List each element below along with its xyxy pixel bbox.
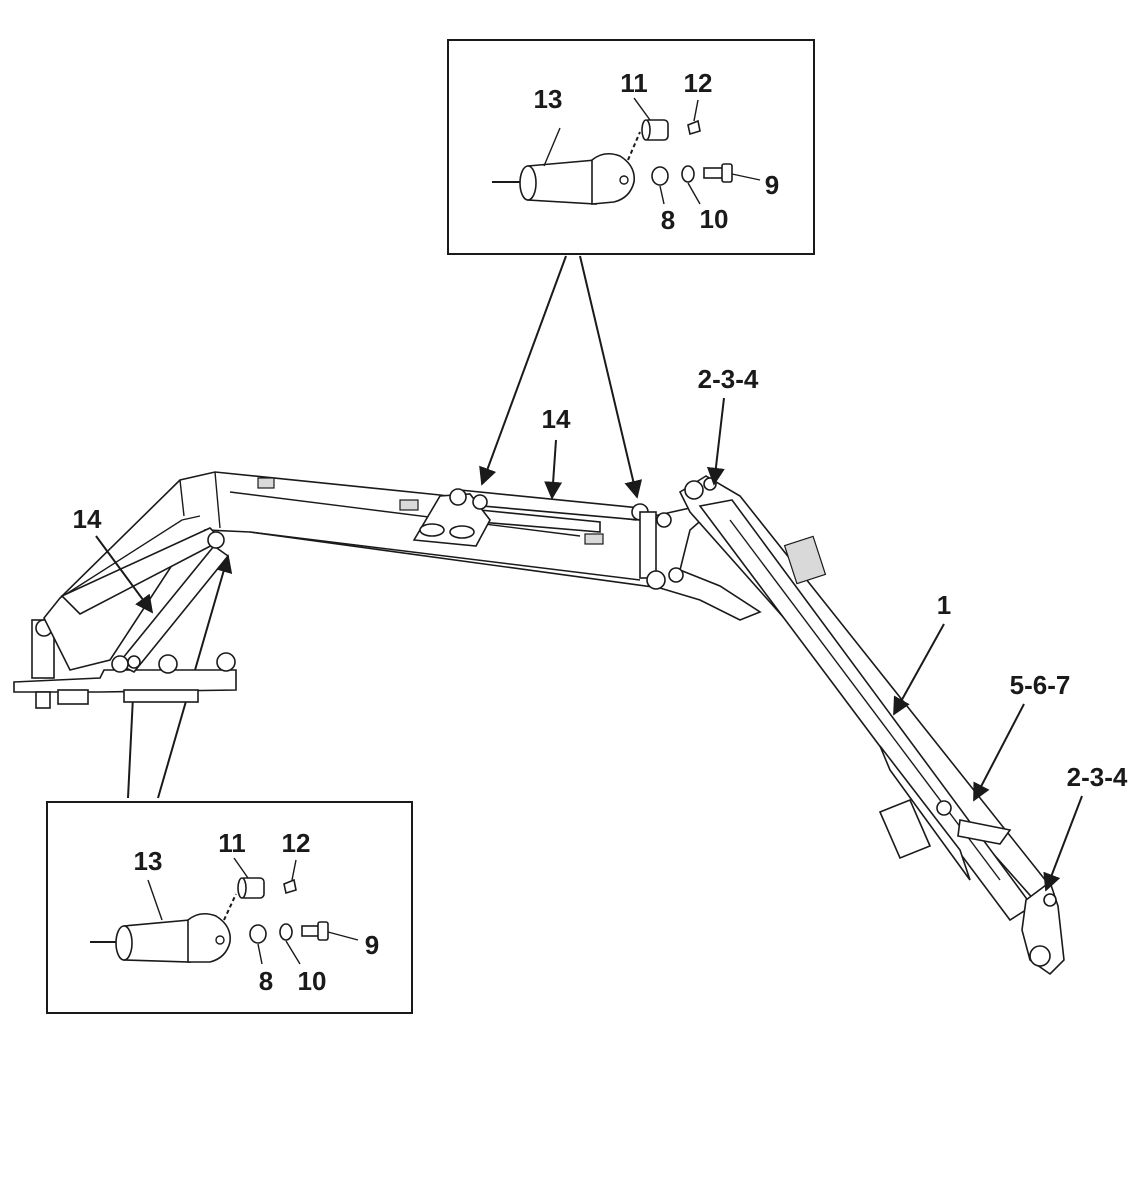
label-top-grease-fitting: 12 — [684, 68, 713, 98]
label-bottom-washer-b: 10 — [298, 966, 327, 996]
label-dipper-arm: 1 — [937, 590, 951, 620]
fasteners-part-bottom — [249, 921, 359, 965]
label-seal-kit: 5-6-7 — [1010, 670, 1071, 700]
label-top-pin: 13 — [534, 84, 563, 114]
grease-fitting-part-top — [687, 99, 701, 136]
label-bottom-washer-a: 8 — [259, 966, 273, 996]
dipper-arm — [678, 475, 1052, 922]
detail-box-top: 13 11 12 9 8 10 — [447, 39, 815, 255]
label-top-nut: 11 — [620, 68, 648, 98]
base-mount — [13, 619, 237, 709]
pin-part-bottom — [90, 879, 232, 963]
cylinder-lower — [60, 527, 230, 674]
label-top-bolt: 9 — [765, 170, 779, 200]
fasteners-part-top — [651, 163, 761, 205]
label-bottom-nut: 11 — [218, 828, 246, 858]
cylinder-upper — [412, 488, 684, 590]
label-bottom-grease-fitting: 12 — [282, 828, 311, 858]
label-cylinder-upper: 14 — [542, 404, 571, 434]
main-callouts: 14 14 2-3-4 1 5-6-7 2-3-4 — [73, 364, 1128, 892]
detail-box-bottom-frame — [46, 801, 413, 1014]
label-top-washer-b: 10 — [700, 204, 729, 234]
bucket-linkage — [1021, 880, 1065, 976]
label-top-washer-a: 8 — [661, 205, 675, 235]
boom-assembly — [13, 471, 1065, 976]
pin-part-top — [492, 127, 636, 205]
label-bucket-pin-top: 2-3-4 — [698, 364, 759, 394]
top-box-leader-arrows — [479, 255, 643, 499]
detail-box-top-frame — [447, 39, 815, 255]
label-cylinder-lower: 14 — [73, 504, 102, 534]
label-bucket-pin-bottom: 2-3-4 — [1067, 762, 1128, 792]
grease-fitting-part-bottom — [283, 859, 297, 895]
label-bottom-pin: 13 — [134, 846, 163, 876]
nut-part-top — [627, 97, 669, 161]
nut-part-bottom — [223, 857, 265, 921]
detail-box-bottom: 13 11 12 9 8 10 — [46, 801, 413, 1014]
label-bottom-bolt: 9 — [365, 930, 379, 960]
